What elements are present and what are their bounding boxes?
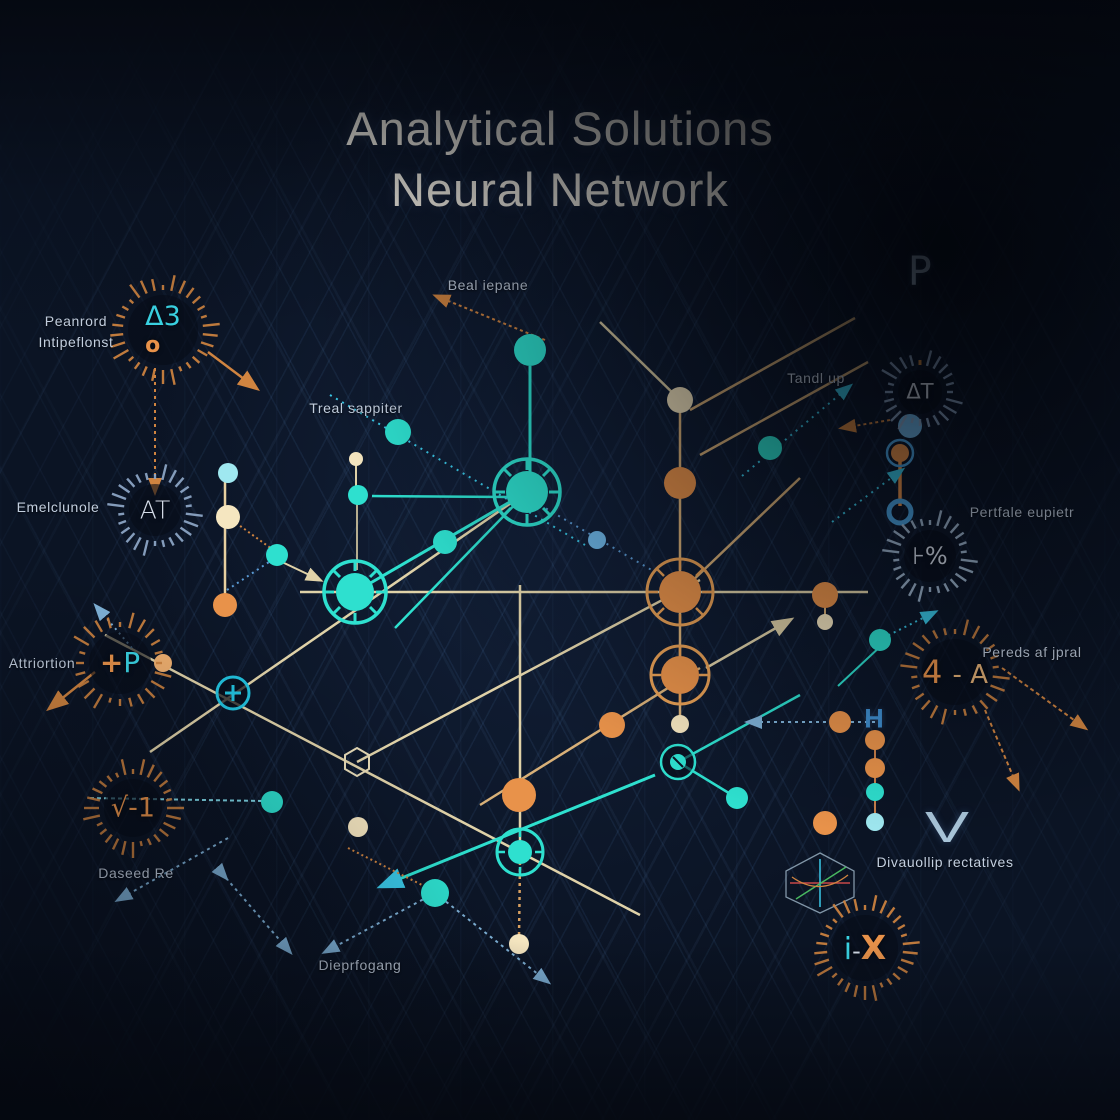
- page-title: Analytical Solutions Neural Network: [0, 98, 1120, 220]
- dial-icon-delta-t: ΔT: [840, 312, 1000, 472]
- hub-node-teal-left: [322, 559, 388, 625]
- hub-node-orange-lower: [649, 644, 711, 706]
- label-dieprfogang: Dieprfogang: [318, 957, 402, 973]
- label-treal: Treal sappiter: [309, 400, 403, 416]
- dial-icon-4a: 4 - A: [875, 592, 1035, 752]
- dial-glyph: X: [860, 928, 887, 967]
- nodes-light-cyan: [218, 463, 884, 831]
- check-v-glyph: V: [924, 803, 970, 852]
- label-line: Intipeflonst: [38, 334, 114, 350]
- label-line: Peanrord: [44, 313, 108, 329]
- dial-glyph: o: [145, 333, 161, 358]
- dial-glyph: ΔT: [906, 379, 934, 404]
- dial-glyph: +: [99, 646, 124, 679]
- dial-icon-sqrt-neg1: √-1: [53, 728, 213, 888]
- hub-node-teal-upper: [492, 457, 562, 527]
- hub-node-teal-bottom: [495, 827, 545, 877]
- label-attriortion: Attriortion: [8, 655, 76, 671]
- title-line-1: Analytical Solutions: [346, 102, 774, 155]
- label-tandl: Tandl up: [787, 370, 845, 386]
- dial-glyph: AT: [139, 495, 171, 525]
- edges-cream: [104, 321, 868, 939]
- label-divauollip: Divauollip rectatives: [876, 854, 1014, 870]
- label-daseed: Daseed Re: [98, 865, 174, 881]
- h-glyph: H: [864, 703, 884, 734]
- dial-glyph: -: [852, 937, 861, 965]
- label-pertfale: Pertfale eupietr: [969, 504, 1075, 520]
- dial-glyph: - A: [952, 660, 988, 690]
- label-emelclunole: Emelclunole: [16, 499, 100, 515]
- dial-glyph: √-1: [110, 792, 156, 824]
- dial-glyph: 4: [922, 653, 943, 691]
- node-plus-circled: [215, 675, 251, 711]
- flag-p-glyph: P: [907, 249, 933, 295]
- label-beal: Beal iepane: [447, 277, 529, 293]
- label-pereds: Pereds af jpral: [982, 644, 1082, 660]
- dial-glyph: ⊦%: [912, 542, 948, 570]
- hub-node-orange-upper: [645, 557, 715, 627]
- dial-glyph: Δ3: [145, 301, 181, 332]
- title-line-2: Neural Network: [391, 163, 729, 217]
- dial-icon-i-x: i-X: [785, 868, 945, 1028]
- node-teal-circled-small: [659, 743, 697, 781]
- dial-glyph: P: [123, 646, 141, 679]
- label-peanrord: Peanrord Intipeflonst: [16, 311, 136, 353]
